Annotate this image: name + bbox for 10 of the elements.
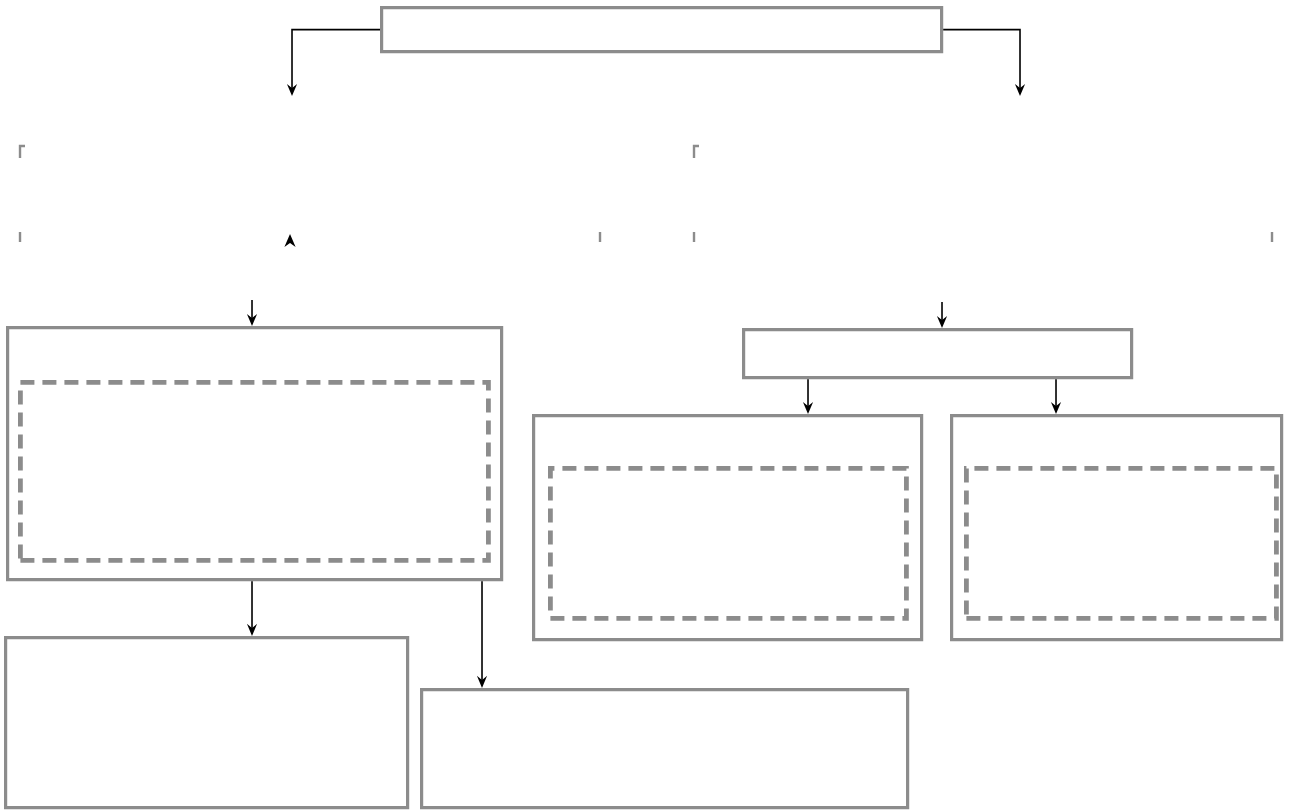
box xyxy=(4,636,410,810)
dashed-box xyxy=(548,466,909,621)
box xyxy=(950,414,1284,642)
box xyxy=(532,414,924,642)
dashed-box xyxy=(18,380,491,563)
box xyxy=(420,688,910,810)
dashed-box xyxy=(964,466,1279,621)
box xyxy=(742,328,1134,380)
box xyxy=(380,6,944,54)
box xyxy=(6,326,504,582)
